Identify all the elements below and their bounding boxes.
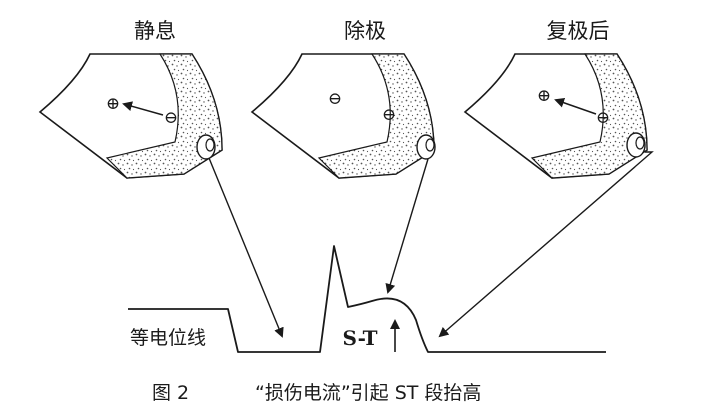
injury-zone-resting	[105, 53, 223, 179]
figure-number: 图 2	[152, 382, 189, 404]
figure-caption: 图 2 “损伤电流”引起 ST 段抬高	[152, 382, 481, 404]
electrode-icon	[416, 134, 436, 160]
negative-charge-icon: ⊖	[328, 89, 342, 109]
panel-title-repolarization: 复极后	[547, 19, 610, 43]
panel-resting: 静息 ⊕ ⊖	[38, 19, 284, 338]
panel-title-resting: 静息	[134, 19, 176, 43]
current-arrow-repolarization	[554, 97, 597, 115]
negative-charge-icon: ⊖	[596, 108, 610, 128]
negative-charge-icon: ⊖	[164, 108, 178, 128]
st-segment-label: S-T	[342, 326, 377, 350]
panel-title-depolarization: 除极	[344, 19, 386, 43]
figure-title: “损伤电流”引起 ST 段抬高	[255, 382, 481, 404]
injury-zone-depolarization	[317, 53, 435, 179]
ecg-trace	[128, 245, 606, 353]
electrode-icon	[626, 132, 646, 158]
watermark-text: 知乎 @高瑞兹是个医学僧	[497, 384, 678, 403]
lead-wire-repolarization	[438, 151, 654, 338]
electrode-icon	[196, 134, 216, 160]
positive-charge-icon: ⊕	[537, 86, 551, 106]
positive-charge-icon: ⊕	[106, 94, 120, 114]
panel-repolarization: 复极后 ⊕ ⊖	[438, 19, 654, 338]
current-arrow-resting	[122, 101, 164, 116]
injury-zone-repolarization	[530, 53, 648, 179]
lead-wire-resting	[208, 157, 284, 338]
negative-charge-icon: ⊖	[382, 105, 396, 125]
lead-wire-depolarization	[385, 158, 429, 294]
isoelectric-line-label: 等电位线	[130, 327, 206, 349]
panel-depolarization: 除极 ⊖ ⊖	[250, 19, 436, 294]
